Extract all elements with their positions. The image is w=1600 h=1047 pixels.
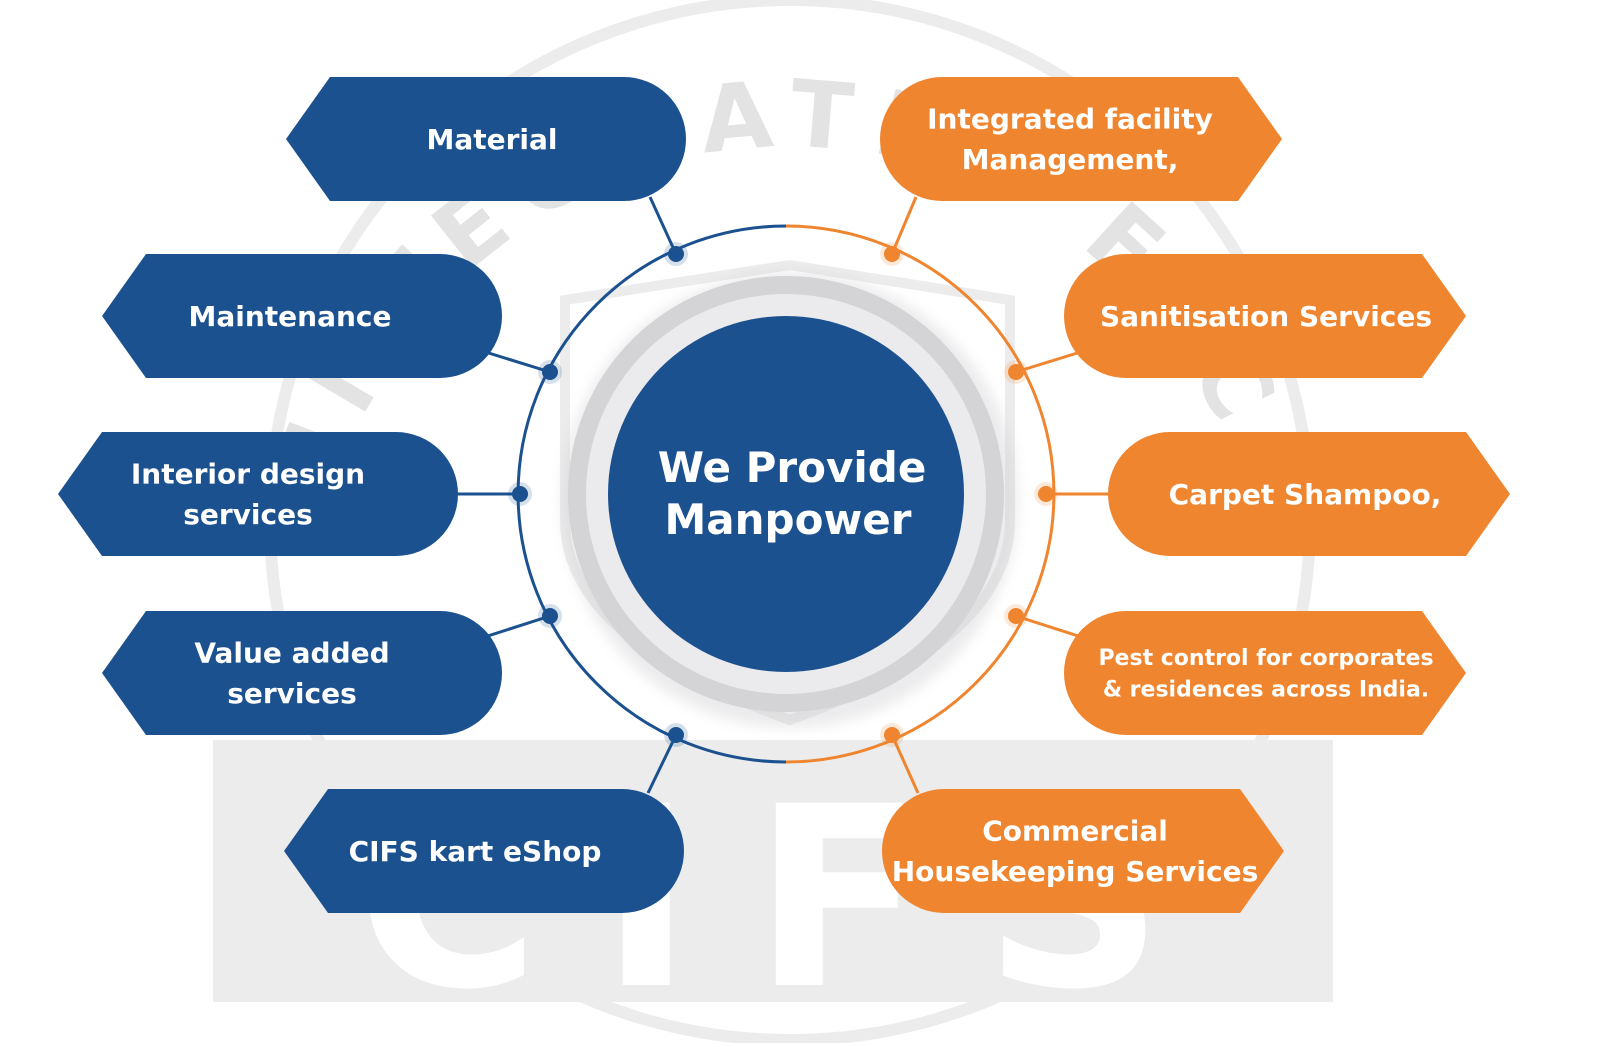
right-service-3: Carpet Shampoo, bbox=[1108, 432, 1510, 556]
left-pill-shape-5 bbox=[284, 789, 684, 913]
left-service-3: Interior design services bbox=[58, 432, 458, 556]
left-service-2: Maintenance bbox=[102, 254, 502, 378]
connector-lines bbox=[448, 196, 1118, 794]
left-service-2-label-line-1: Maintenance bbox=[188, 300, 391, 333]
right-service-4: Pest control for corporates & residences … bbox=[1064, 611, 1466, 735]
left-service-1-label-line-1: Material bbox=[426, 123, 557, 156]
right-connector-1 bbox=[890, 196, 918, 255]
left-pill-shape-2 bbox=[102, 254, 502, 378]
left-service-3-label-line-2: services bbox=[183, 498, 313, 531]
left-dot-5 bbox=[668, 727, 684, 743]
center-circle: We Provide Manpower bbox=[562, 272, 1018, 728]
left-dot-2 bbox=[542, 364, 558, 380]
left-connector-1 bbox=[648, 196, 678, 255]
connector-dots bbox=[508, 242, 1058, 747]
right-service-1-label-line-1: Integrated facility bbox=[927, 103, 1213, 136]
left-pill-shape-1 bbox=[286, 77, 686, 201]
right-service-2-label-line-1: Sanitisation Services bbox=[1100, 300, 1432, 333]
left-service-4: Value added services bbox=[102, 611, 502, 735]
left-service-4-label-line-1: Value added bbox=[194, 637, 389, 670]
left-service-1: Material bbox=[286, 77, 686, 201]
left-pill-shape-3 bbox=[58, 432, 458, 556]
left-service-5-label-line-1: CIFS kart eShop bbox=[349, 835, 602, 868]
right-service-1-label-line-2: Management, bbox=[962, 143, 1179, 176]
right-connector-5 bbox=[890, 734, 920, 794]
right-pill-shape-1 bbox=[880, 77, 1282, 201]
right-dot-5 bbox=[884, 727, 900, 743]
left-dot-4 bbox=[542, 608, 558, 624]
right-service-4-label-line-2: & residences across India. bbox=[1103, 678, 1429, 703]
right-service-4-label-line-1: Pest control for corporates bbox=[1098, 646, 1433, 671]
left-dot-1 bbox=[668, 246, 684, 262]
right-dot-4 bbox=[1008, 608, 1024, 624]
right-pill-shape-2 bbox=[1064, 254, 1466, 378]
left-service-3-label-line-1: Interior design bbox=[131, 458, 365, 491]
right-service-5-label-line-2: Housekeeping Services bbox=[892, 855, 1259, 888]
right-pill-shape-4 bbox=[1064, 611, 1466, 735]
left-service-5: CIFS kart eShop bbox=[284, 789, 684, 913]
right-service-5-label-line-1: Commercial bbox=[982, 815, 1168, 848]
left-connector-5 bbox=[646, 734, 678, 794]
right-pill-shape-3 bbox=[1108, 432, 1510, 556]
right-dot-2 bbox=[1008, 364, 1024, 380]
center-title-line-2: Manpower bbox=[665, 495, 912, 544]
right-dot-3 bbox=[1038, 486, 1054, 502]
right-pill-shape-5 bbox=[882, 789, 1284, 913]
right-service-2: Sanitisation Services bbox=[1064, 254, 1466, 378]
left-service-4-label-line-2: services bbox=[227, 677, 357, 710]
center-title-line-1: We Provide bbox=[658, 443, 927, 492]
center-disc bbox=[608, 316, 964, 672]
right-dot-1 bbox=[884, 246, 900, 262]
left-pill-shape-4 bbox=[102, 611, 502, 735]
right-service-3-label-line-1: Carpet Shampoo, bbox=[1169, 478, 1442, 511]
left-dot-3 bbox=[512, 486, 528, 502]
